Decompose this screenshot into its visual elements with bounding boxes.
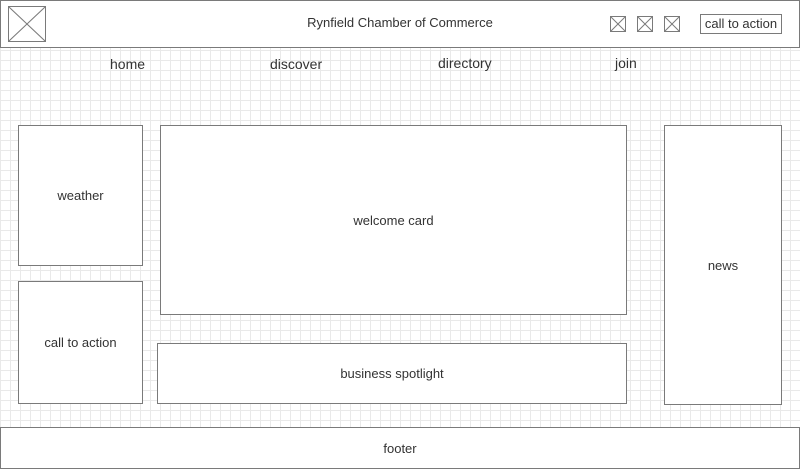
header-icon-2[interactable] (637, 16, 653, 32)
call-to-action-panel[interactable]: call to action (18, 281, 143, 404)
header-icon-3[interactable] (664, 16, 680, 32)
nav-item-discover[interactable]: discover (270, 56, 323, 72)
nav-item-home[interactable]: home (110, 56, 146, 72)
nav-item-directory[interactable]: directory (438, 55, 492, 71)
site-title: Rynfield Chamber of Commerce (307, 15, 493, 30)
weather-label: weather (57, 188, 104, 203)
header-icon-1[interactable] (610, 16, 626, 32)
business-spotlight-label: business spotlight (340, 366, 444, 381)
welcome-card-label: welcome card (353, 212, 434, 228)
news-panel: news (664, 125, 782, 405)
call-to-action-label: call to action (44, 335, 117, 350)
business-spotlight: business spotlight (157, 343, 627, 404)
footer: footer (0, 427, 800, 469)
news-label: news (707, 257, 739, 273)
nav-item-join[interactable]: join (615, 55, 637, 71)
weather-panel: weather (18, 125, 143, 266)
welcome-card: welcome card (160, 125, 627, 315)
footer-label: footer (383, 440, 417, 456)
header-call-to-action-button[interactable]: call to action (700, 14, 782, 34)
logo-icon[interactable] (8, 6, 46, 42)
